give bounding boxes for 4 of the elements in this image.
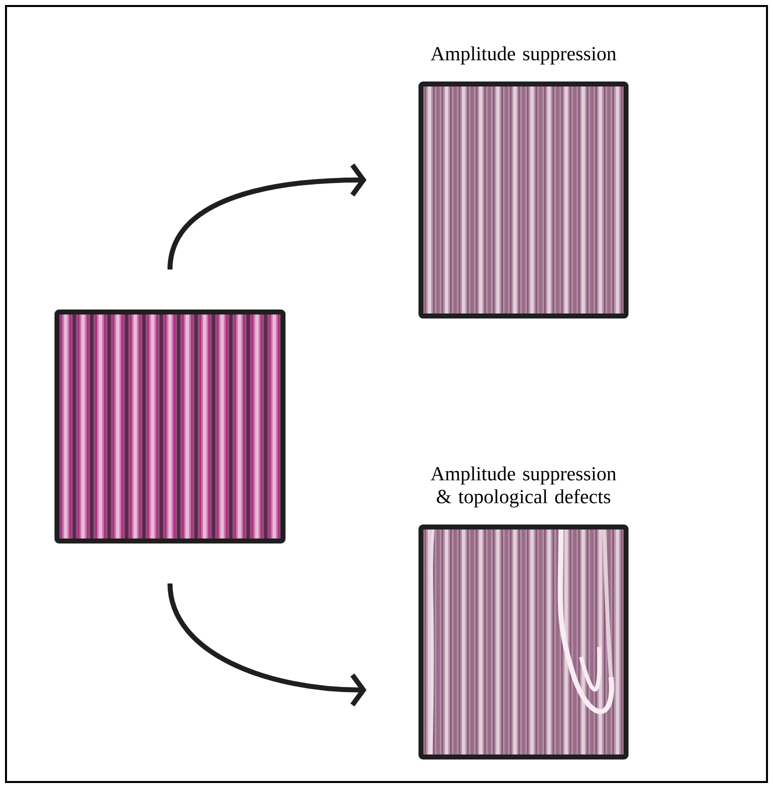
curved-arrow [168, 583, 366, 706]
heading: Amplitude suppression [430, 46, 616, 64]
curved-arrow [168, 164, 366, 270]
heading: Amplitude suppression & topological defects [430, 466, 616, 508]
